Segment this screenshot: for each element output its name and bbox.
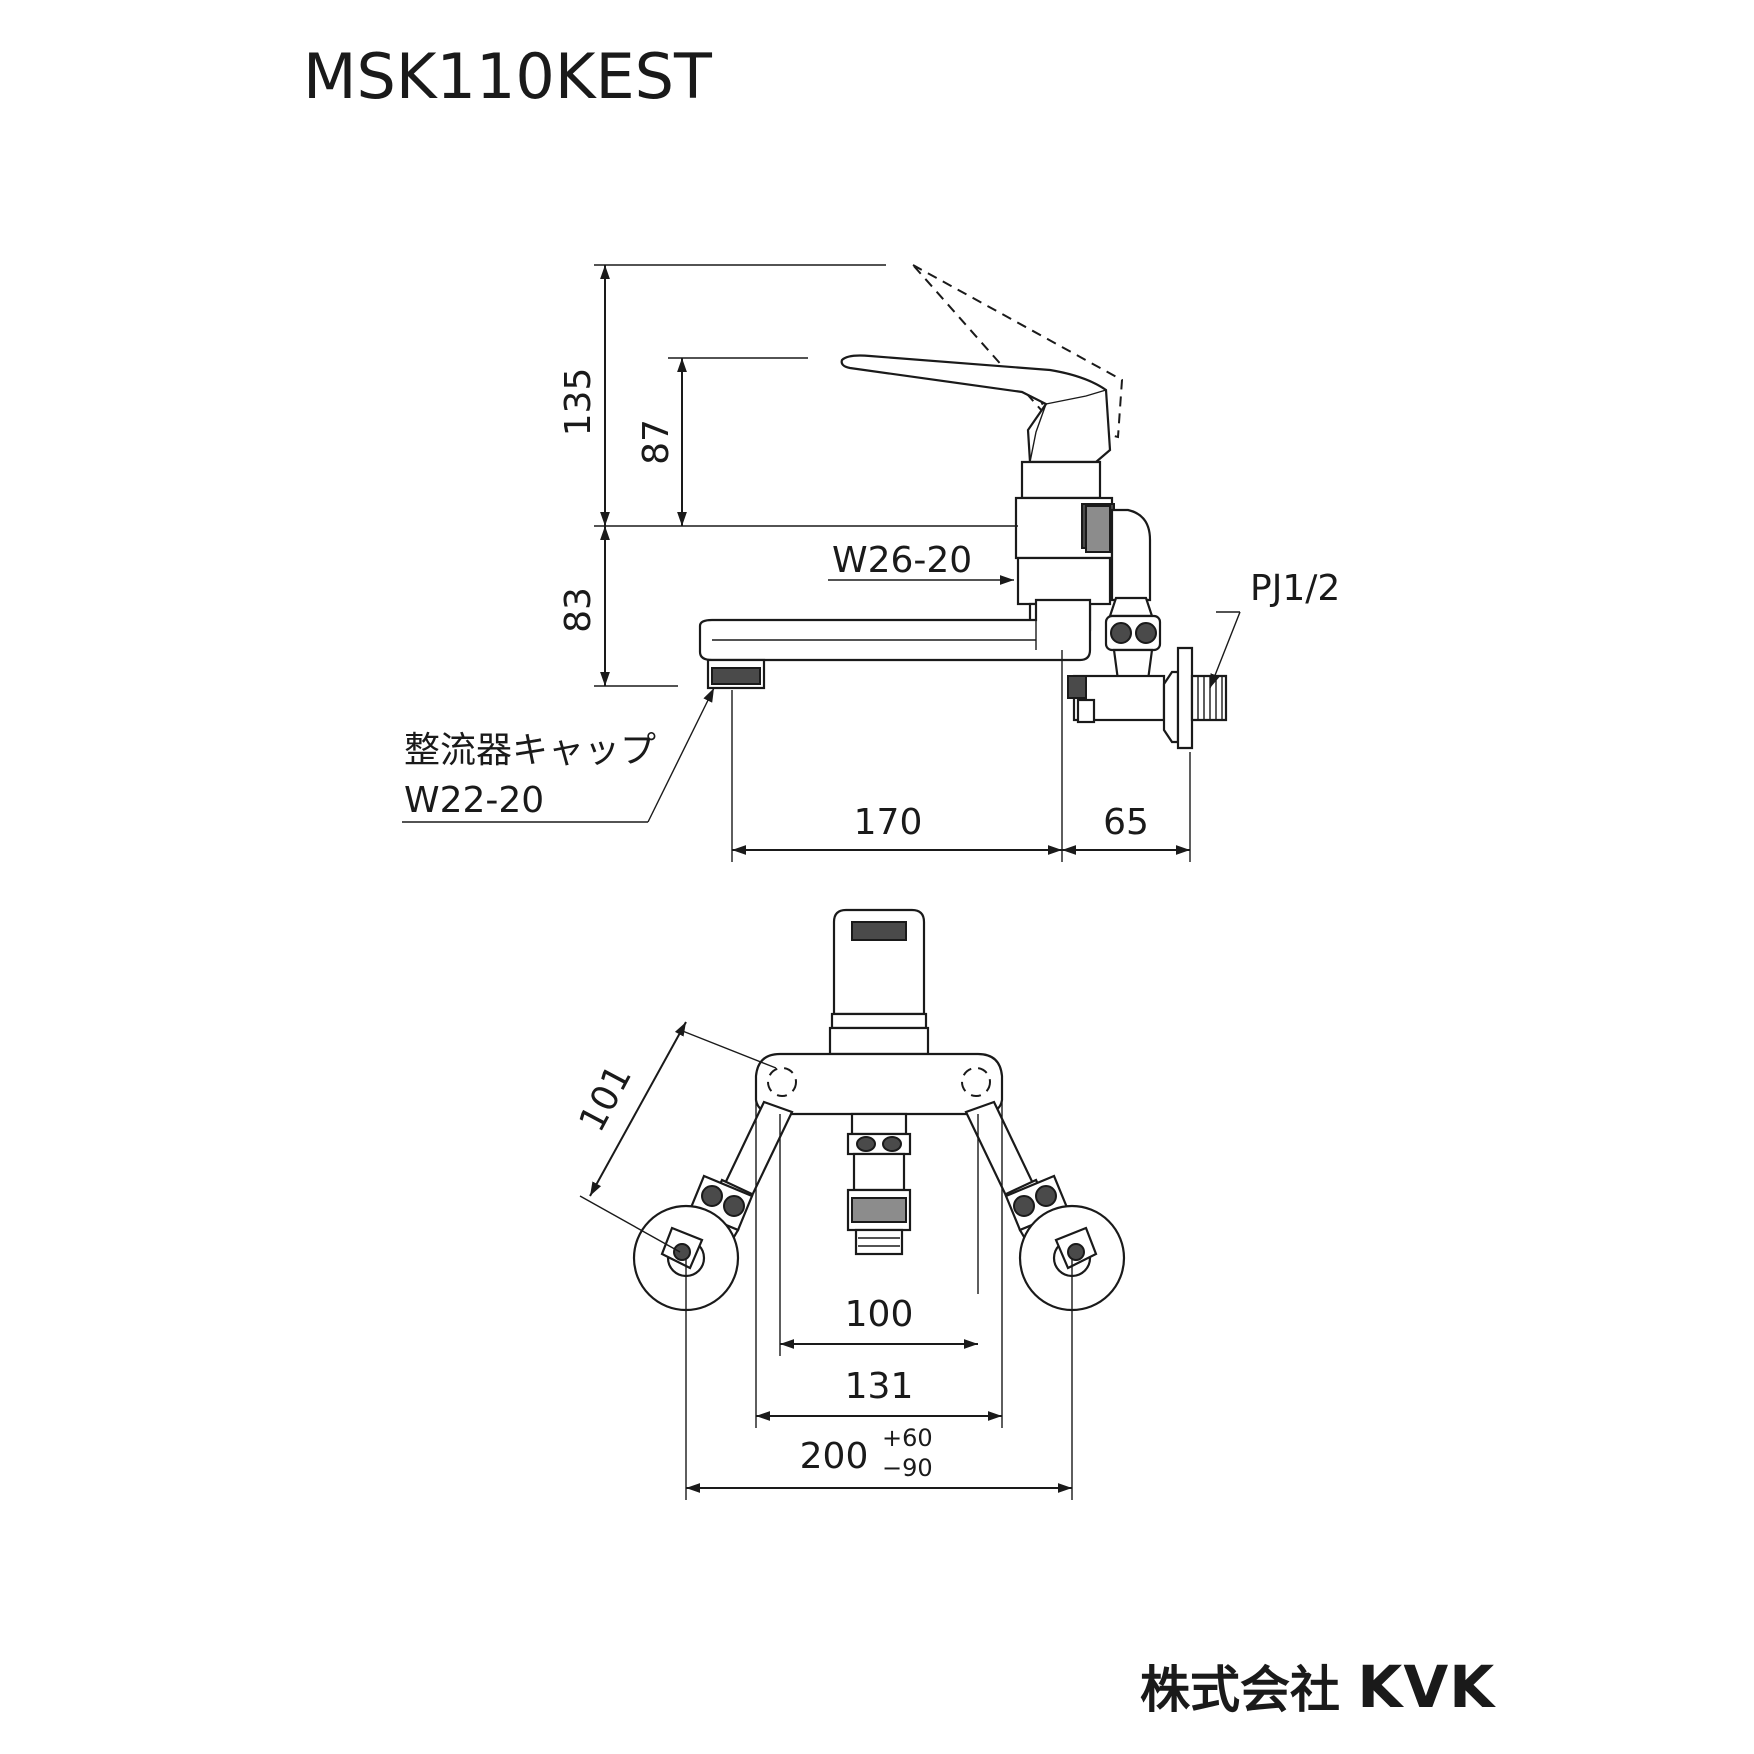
spout	[698, 598, 1092, 690]
dim-87-label: 87	[636, 419, 677, 465]
front-right-elbow	[964, 1100, 1126, 1312]
front-spout	[846, 1112, 912, 1256]
thread-pj-label: PJ1/2	[1250, 568, 1340, 609]
side-dimensions	[402, 264, 1241, 862]
dim-170-label: 170	[854, 802, 923, 843]
front-left-elbow	[632, 1100, 794, 1312]
side-view: 135 87 83 170 65 W26-20 PJ1/2 整流器キャップ W2…	[402, 264, 1340, 862]
dim-135-label: 135	[558, 368, 599, 437]
model-number-title: MSK110KEST	[303, 40, 712, 113]
tolerance-plus-label: +60	[882, 1424, 933, 1452]
dim-83-label: 83	[558, 587, 599, 633]
dim-65-label: 65	[1103, 802, 1149, 843]
aerator-cap-label: 整流器キャップ	[404, 730, 656, 771]
front-dimensions	[579, 1021, 1073, 1500]
front-view: 101 100 131 200 +60 −90	[572, 908, 1126, 1500]
dim-101-label: 101	[572, 1059, 640, 1139]
front-handle	[828, 908, 930, 1056]
dim-200-label: 200	[800, 1436, 869, 1477]
company-logo: 株式会社 KVK	[1140, 1650, 1495, 1722]
aerator-thread-label: W22-20	[404, 780, 544, 821]
brand-name: KVK	[1357, 1653, 1496, 1721]
dim-100-label: 100	[845, 1294, 914, 1335]
dim-131-label: 131	[845, 1366, 914, 1407]
tolerance-minus-label: −90	[882, 1454, 933, 1482]
thread-w26-label: W26-20	[832, 540, 972, 581]
company-name: 株式会社	[1140, 1661, 1340, 1719]
wall-elbow	[1067, 508, 1228, 750]
front-body	[754, 1052, 1004, 1116]
handle-lever	[840, 354, 1112, 464]
